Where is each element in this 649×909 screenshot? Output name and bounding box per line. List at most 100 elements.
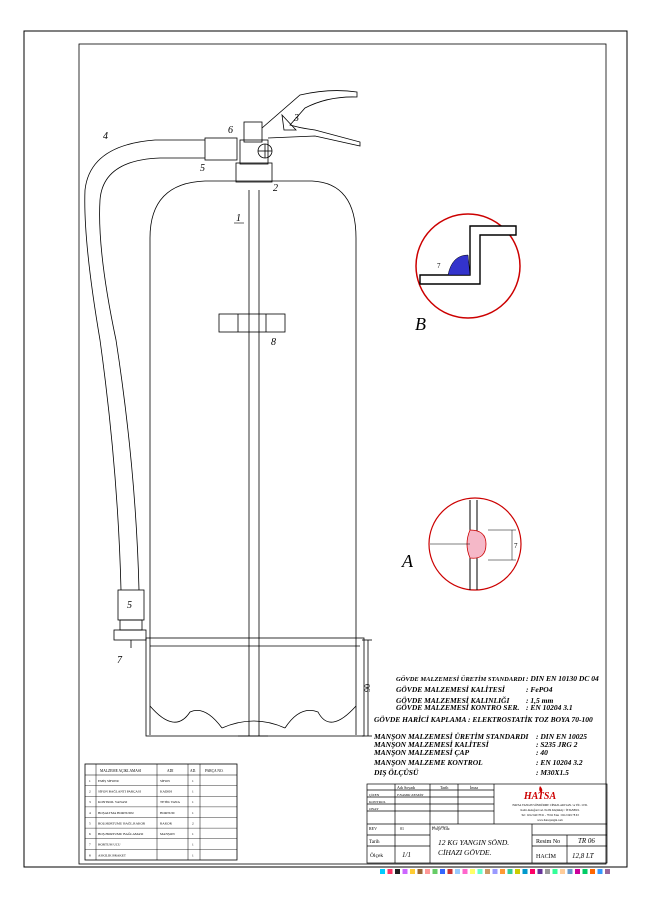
- tb-web: www.hatsayangin.com: [537, 819, 563, 822]
- spec-sleeve-1-value: : S235 JRG 2: [536, 740, 578, 749]
- parts-table-cell-name: TETİK VANA: [160, 799, 180, 804]
- palette-swatch: [560, 869, 565, 874]
- palette-swatch: [477, 869, 483, 874]
- title-block: [366, 783, 608, 864]
- detail-a-label: A: [401, 551, 414, 571]
- callout-3: 3: [293, 113, 299, 124]
- tb-title-1: 12 KG YANGIN SÖND.: [438, 838, 509, 847]
- spec-body-0-label: GÖVDE MALZEMESİ ÜRETİM STANDARDI: [396, 675, 525, 683]
- siphon-tube: [238, 190, 268, 737]
- parts-table-cell-desc: BOŞ.HORTUMU BAĞL.RAKOR: [98, 820, 146, 825]
- tb-resim-no: TR 06: [578, 837, 595, 845]
- tb-hacim: 12,8 LT: [572, 852, 595, 860]
- palette-swatch: [462, 869, 468, 874]
- palette-swatch: [380, 869, 385, 874]
- detail-b-dim: 7: [437, 262, 441, 270]
- palette-swatch: [425, 869, 430, 874]
- palette-swatch: [552, 869, 558, 874]
- detail-a: 7 A: [401, 497, 522, 591]
- tb-row-approve: ONAY: [369, 807, 379, 811]
- parts-table-cell-no: 4: [89, 811, 91, 815]
- inner-frame: [78, 43, 607, 865]
- spec-sleeve-1-label: MANŞON MALZEMESİ KALİTESİ: [373, 739, 490, 749]
- parts-table-cell-qty: 1: [192, 843, 194, 847]
- tb-scale-label: Ölçek: [370, 852, 383, 859]
- parts-table-cell-no: 8: [89, 853, 91, 857]
- outer-border: [23, 30, 628, 868]
- tb-phone: Tel : 0212 649 78 61 - 78 62 Faks : 0212…: [521, 814, 579, 817]
- spec-coating: GÖVDE HARİCİ KAPLAMA : ELEKTROSTATİK TOZ…: [374, 714, 593, 724]
- palette-swatch: [537, 869, 543, 874]
- parts-table-cell-name: HORTUM: [160, 811, 175, 815]
- parts-header-qty: AD.: [190, 769, 196, 773]
- tb-rev-no: 01: [400, 826, 404, 831]
- tb-title-2: CİHAZI GÖVDE.: [438, 848, 491, 857]
- callout-5b: 5: [127, 600, 132, 611]
- discharge-hose: [84, 137, 238, 648]
- parts-table-cell-qty: 2: [192, 821, 194, 825]
- parts-header-no: PARÇA NO.: [205, 769, 224, 773]
- parts-table-cell-qty: 1: [192, 800, 194, 804]
- parts-table-cell-desc: KONTROL VANASI: [98, 800, 128, 804]
- spec-sleeve-4-value: : M30X1.5: [536, 768, 569, 777]
- palette-swatch: [447, 869, 453, 874]
- palette-swatch: [597, 869, 603, 874]
- callout-7: 7: [117, 655, 123, 666]
- palette-swatch: [470, 869, 475, 874]
- palette-swatch: [455, 869, 460, 874]
- parts-table-cell-desc: SİFON BAĞLANTI PARÇASI: [98, 789, 142, 794]
- parts-table-cell-desc: ASKILIK BRAKET: [98, 853, 127, 857]
- tb-resim-label: Resim No: [536, 839, 560, 845]
- palette-swatch: [500, 869, 505, 874]
- detail-b: 7 B: [415, 213, 521, 334]
- palette-swatch: [402, 869, 408, 874]
- detail-b-label: B: [415, 314, 426, 334]
- parts-table-cell-name: RAKOR: [160, 821, 173, 825]
- parts-table-cell-desc: BOŞALTMA HORTUMU: [98, 811, 134, 815]
- tb-col-date: Tarih: [440, 785, 448, 790]
- tb-company: HATSA YANGIN SÖNDÜRME CİHAZLARI SAN. ve …: [512, 804, 587, 807]
- parts-table-cell-desc: EMİŞ SİFONU: [98, 778, 120, 783]
- palette-swatch: [410, 869, 415, 874]
- detail-a-dim: 7: [514, 542, 518, 550]
- hanger-bracket: [218, 313, 286, 333]
- parts-table-cell-no: 7: [89, 843, 91, 847]
- spec-body-1-label: GÖVDE MALZEMESİ KALİTESİ: [396, 684, 506, 694]
- tb-date-label: Tarih: [369, 840, 380, 845]
- tb-col-name: Adı Soyadı: [397, 785, 416, 790]
- parts-table-cell-no: 5: [89, 821, 91, 825]
- tb-row-drawn: ÇİZEN: [369, 792, 380, 797]
- logo-flame-icon: [539, 786, 543, 793]
- parts-table-cell-no: 3: [89, 800, 91, 804]
- tb-rev: REV: [369, 826, 377, 831]
- palette-swatch: [485, 869, 490, 874]
- palette-swatch: [582, 869, 588, 874]
- callout-4: 4: [103, 131, 108, 142]
- palette-swatch: [590, 869, 595, 874]
- parts-table-cell-qty: 1: [192, 853, 194, 857]
- spec-body-2-value: : 1,5 mm: [526, 696, 553, 705]
- parts-table-cell-desc: HORTUM UCU: [98, 843, 121, 847]
- spec-sleeve-2-value: : 40: [536, 748, 548, 757]
- palette-swatch: [507, 869, 513, 874]
- parts-table-cell-no: 1: [89, 779, 91, 783]
- callout-5: 5: [200, 163, 205, 174]
- parts-table-cell-qty: 1: [192, 779, 194, 783]
- spec-sleeve-0-label: MANŞON MALZEMESİ ÜRETİM STANDARDI: [373, 731, 529, 741]
- callout-6: 6: [228, 125, 233, 136]
- palette-swatch: [387, 869, 393, 874]
- palette-swatch: [492, 869, 498, 874]
- parts-table-cell-no: 6: [89, 832, 91, 836]
- spec-sleeve-0-value: : DIN EN 10025: [536, 732, 587, 741]
- palette-swatch: [545, 869, 550, 874]
- tb-proj-date: 11.12.2017: [432, 825, 448, 829]
- palette-swatch: [530, 869, 535, 874]
- parts-table-cell-qty: 1: [192, 790, 194, 794]
- callout-1: 1: [236, 213, 241, 224]
- tb-proj-label: Proje Adı:: [432, 826, 450, 831]
- palette-swatch: [605, 869, 610, 874]
- palette-swatch: [417, 869, 423, 874]
- dim-base-height: 90: [363, 684, 372, 692]
